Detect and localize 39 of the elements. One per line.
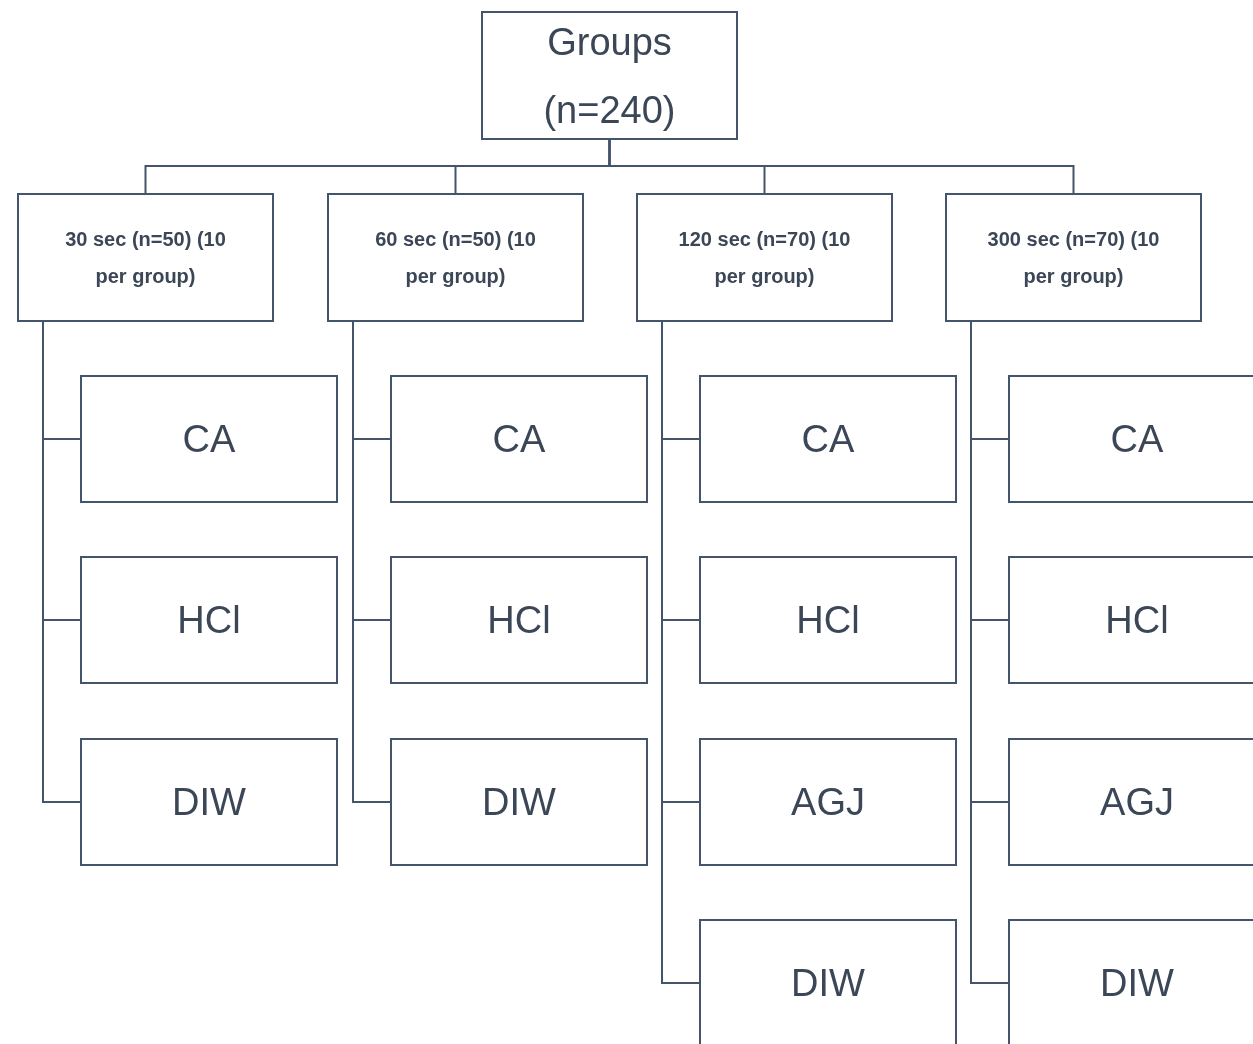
box-label: DIW [482,780,556,824]
box-label: CA [801,417,855,461]
box-label: CA [182,417,236,461]
box-label: Groups (n=240) [542,19,677,133]
box-label: 60 sec (n=50) (10 per group) [374,226,537,289]
box-label: DIW [1100,961,1174,1005]
category-box [17,193,274,322]
category-box [327,193,584,322]
box-label: 300 sec (n=70) (10 per group) [986,226,1161,289]
box-label: HCl [177,598,241,642]
treatment-box [390,738,648,866]
treatment-box [1008,738,1253,866]
box-label: 120 sec (n=70) (10 per group) [677,226,852,289]
category-box [945,193,1202,322]
box-label: HCl [487,598,551,642]
treatment-box [390,556,648,684]
treatment-box [1008,375,1253,503]
treatment-box [80,738,338,866]
treatment-box [1008,556,1253,684]
box-label: CA [492,417,546,461]
box-label: 30 sec (n=50) (10 per group) [64,226,227,289]
box-label: DIW [172,780,246,824]
treatment-box [390,375,648,503]
treatment-box [1008,919,1253,1044]
group-box [481,11,738,140]
box-label: AGJ [791,780,865,824]
box-label: DIW [791,961,865,1005]
treatment-box [699,919,957,1044]
treatment-box [699,375,957,503]
box-label: HCl [1105,598,1169,642]
treatment-box [80,375,338,503]
treatment-box [699,556,957,684]
treatment-box [80,556,338,684]
treatment-box [699,738,957,866]
connector-line [608,139,1075,194]
box-label: HCl [796,598,860,642]
box-label: AGJ [1100,780,1174,824]
box-label: CA [1110,417,1164,461]
category-box [636,193,893,322]
